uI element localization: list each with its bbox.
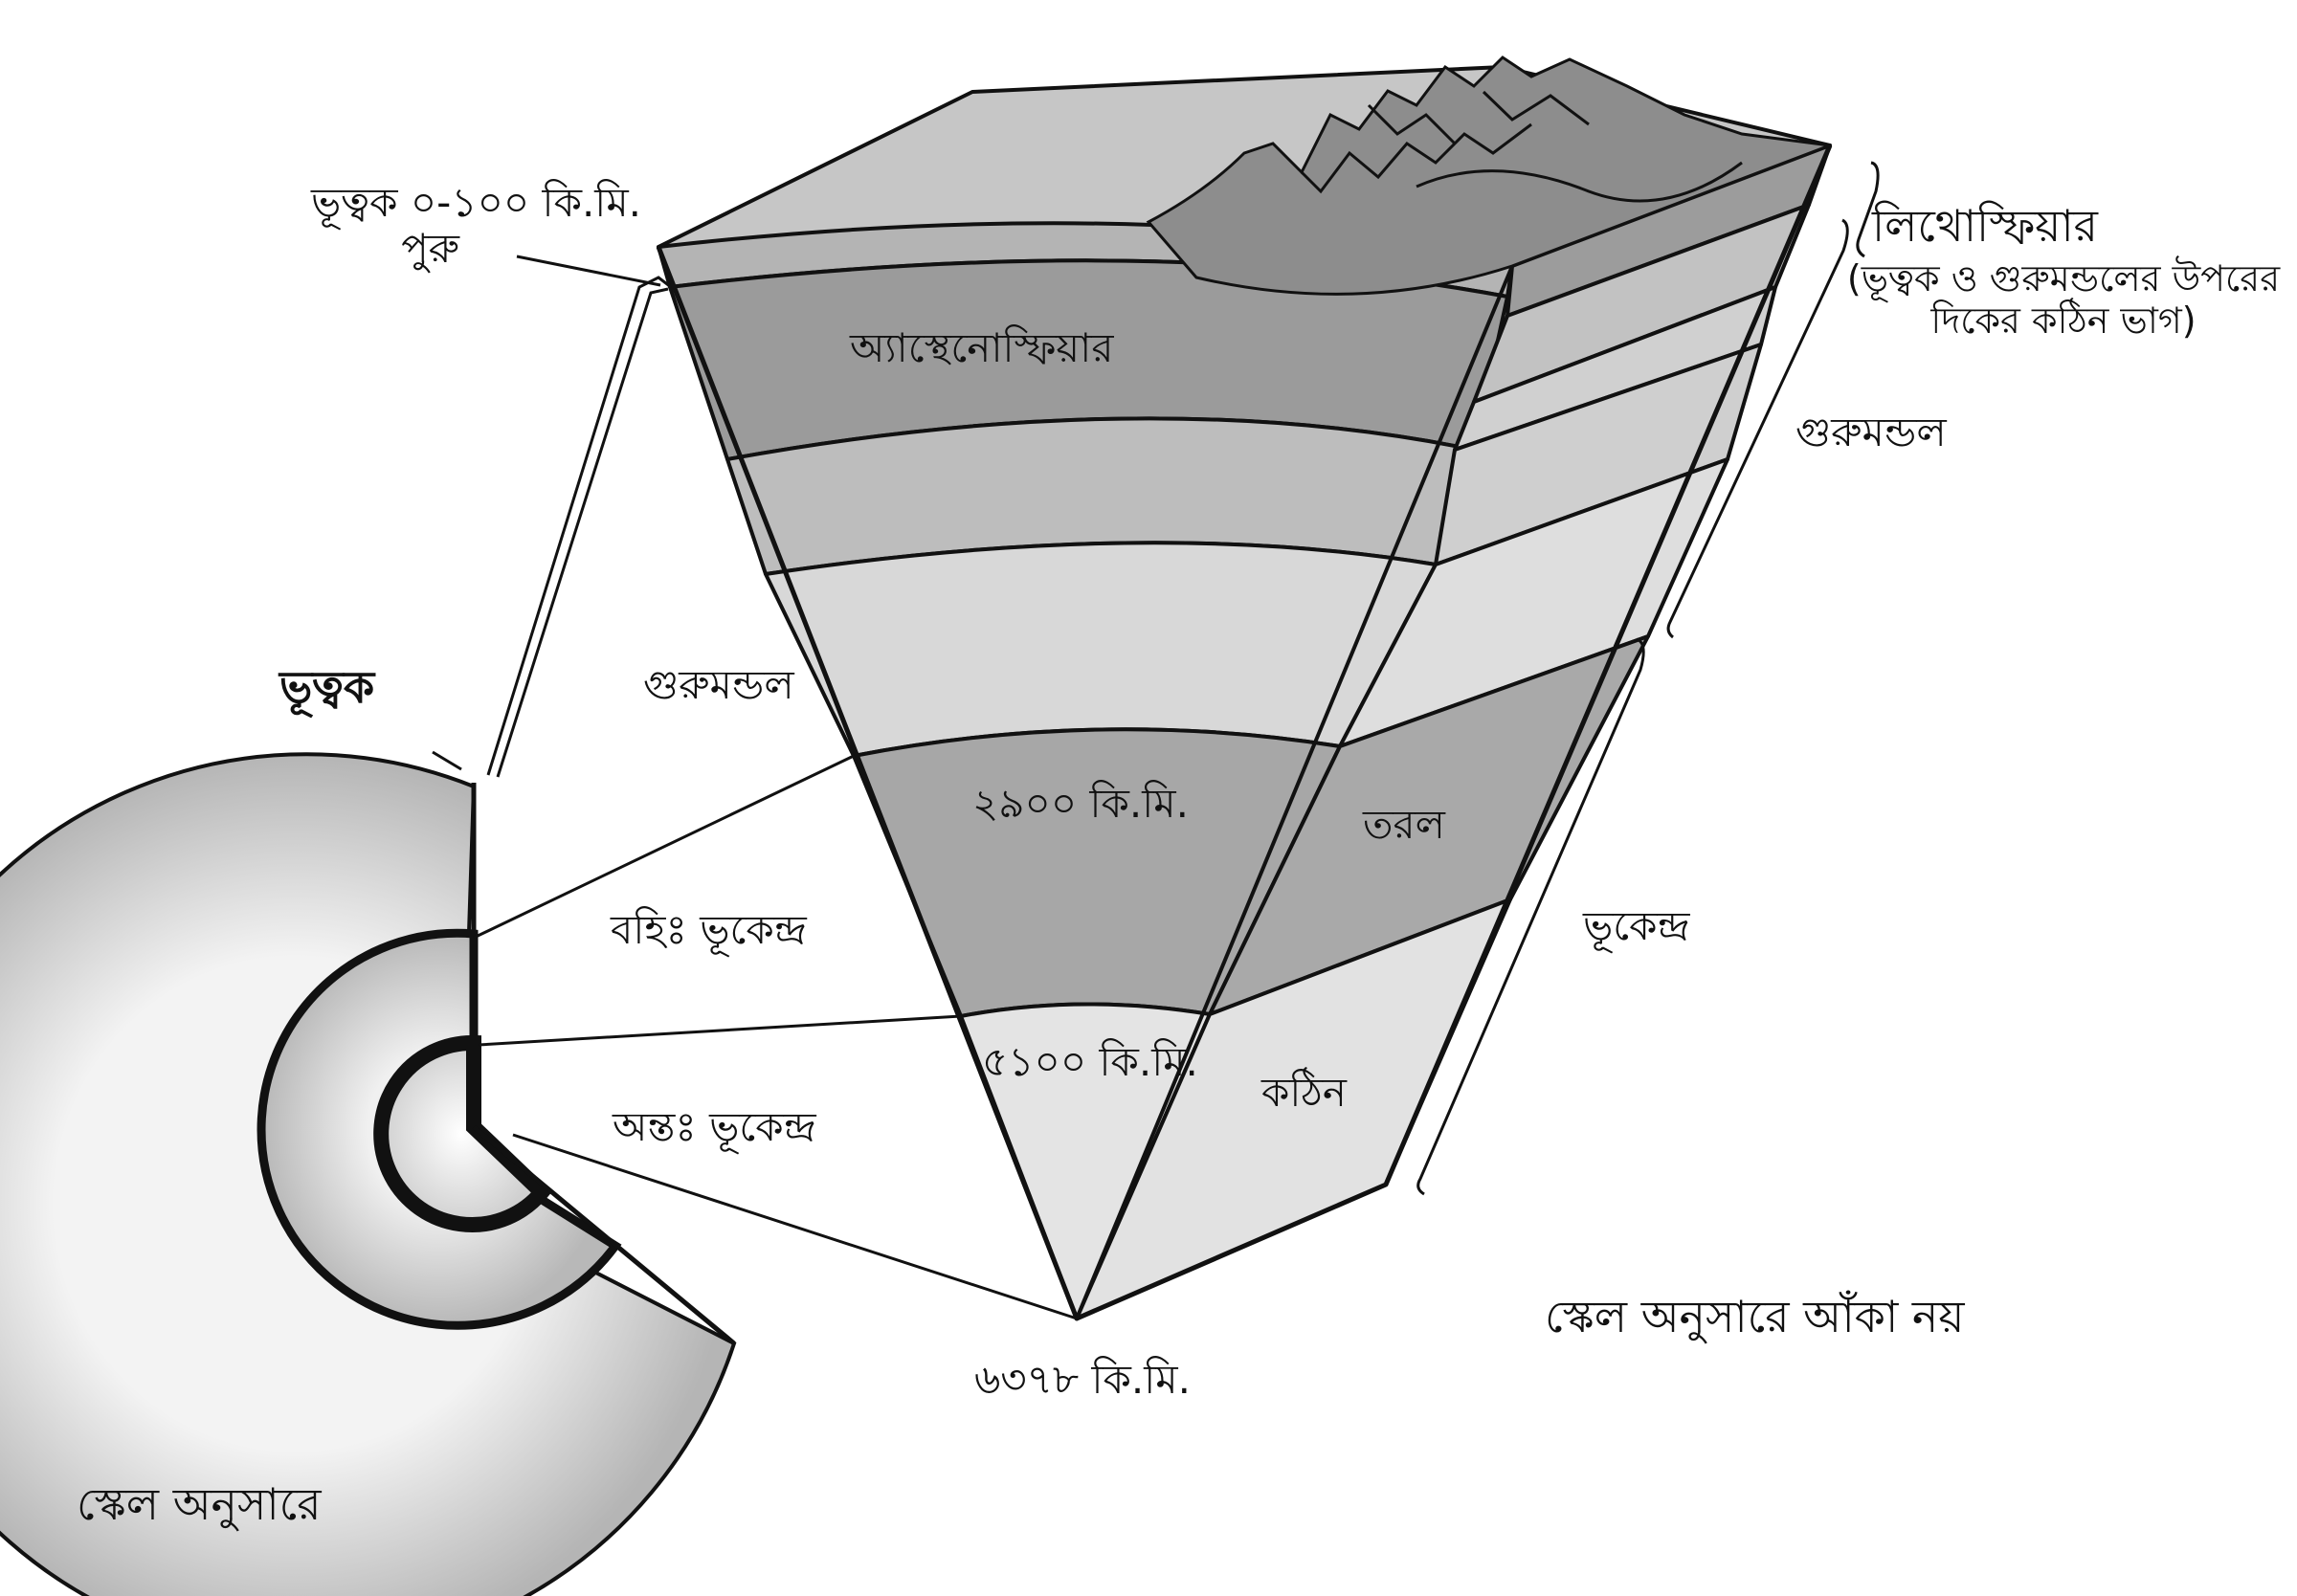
solid-label: কঠিন bbox=[1261, 1069, 1347, 1116]
wedge-mantle bbox=[764, 541, 1438, 758]
scaled-earth-section bbox=[0, 752, 737, 1596]
mantle-right-label: গুরুমন্ডল bbox=[1795, 409, 1947, 455]
crust-left-label: ভূত্বক bbox=[279, 661, 375, 713]
outer-core-label: বহিঃ ভূকেন্দ্র bbox=[611, 906, 807, 953]
crust-thickness-line2: পুরু bbox=[401, 225, 459, 273]
crust-thickness-line1: ভূত্বক ০-১০০ কি.মি. bbox=[310, 179, 641, 226]
braces bbox=[1416, 161, 1880, 1196]
lithosphere-desc-line2: দিকের কঠিন ভাগ) bbox=[1930, 299, 2197, 342]
depth-6378-label: ৬৩৭৮ কি.মি. bbox=[974, 1356, 1191, 1403]
connector-lines bbox=[432, 255, 1078, 1320]
mantle-center-label: গুরুমন্ডল bbox=[643, 661, 794, 708]
core-brace bbox=[1416, 637, 1645, 1196]
asthenosphere-label: অ্যাস্থেনোস্ফিয়ার bbox=[850, 324, 1114, 371]
inner-core-label: অন্তঃ ভূকেন্দ্র bbox=[613, 1103, 816, 1150]
mountain-terrain bbox=[1146, 55, 1831, 296]
lithosphere-desc-line1: (ভূত্বক ও গুরুমন্ডলের উপরের bbox=[1846, 257, 2281, 299]
scaled-inner-core bbox=[373, 1034, 552, 1232]
liquid-label: তরল bbox=[1363, 801, 1445, 848]
lithosphere-title: লিথোস্ফিয়ার bbox=[1872, 200, 2098, 252]
core-right-label: ভূকেন্দ্র bbox=[1583, 902, 1690, 949]
lithosphere-description: (ভূত্বক ও গুরুমন্ডলের উপরের দিকের কঠিন ভ… bbox=[1843, 257, 2284, 342]
depth-5100-label: ৫১০০ কি.মি. bbox=[982, 1038, 1198, 1085]
mantle-brace bbox=[1666, 218, 1849, 639]
to-scale-label: স্কেল অনুসারে bbox=[77, 1478, 322, 1530]
not-to-scale-label: স্কেল অনুসারে আঁকা নয় bbox=[1545, 1291, 1965, 1342]
lithosphere-brace bbox=[1856, 161, 1880, 258]
crust-thickness-label: ভূত্বক ০-১০০ কি.মি. পুরু bbox=[216, 179, 641, 273]
depth-2900-label: ২৯০০ কি.মি. bbox=[972, 780, 1189, 827]
